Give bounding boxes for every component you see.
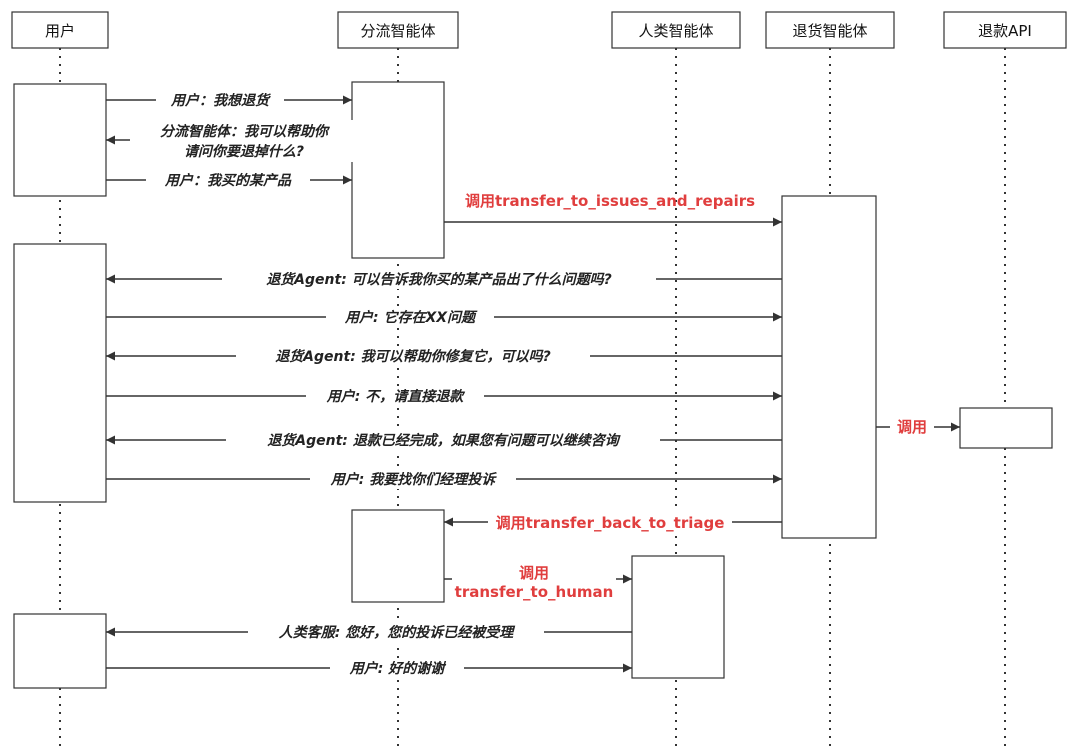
message-label: 人类客服: 您好，您的投诉已经被受理 xyxy=(279,624,515,641)
message-arrow: 调用 transfer_to_human xyxy=(444,561,632,601)
participant-label-human: 人类智能体 xyxy=(638,22,713,40)
message-arrow: 分流智能体：我可以帮助你 请问你要退掉什么? xyxy=(106,120,358,162)
message-arrow: 用户: 我要找你们经理投诉 xyxy=(106,469,782,489)
message-label: 用户: 好的谢谢 xyxy=(349,660,446,677)
participant-api: 退款API xyxy=(943,11,1067,750)
participant-label-returns: 退货智能体 xyxy=(792,22,867,40)
message-arrow: 退货Agent: 可以告诉我你买的某产品出了什么问题吗? xyxy=(106,269,782,289)
message-label: 用户: 我要找你们经理投诉 xyxy=(330,471,497,488)
call-label: transfer_to_human xyxy=(455,583,614,601)
message-arrow: 用户: 不，请直接退款 xyxy=(106,386,782,406)
participant-label-triage: 分流智能体 xyxy=(360,22,435,40)
call-label: 调用transfer_to_issues_and_repairs xyxy=(465,192,755,210)
call-label: 调用transfer_back_to_triage xyxy=(496,514,725,532)
message-label: 退货Agent: 退款已经完成，如果您有问题可以继续咨询 xyxy=(267,432,620,449)
message-arrow: 退货Agent: 退款已经完成，如果您有问题可以继续咨询 xyxy=(106,430,782,450)
activation-api-1 xyxy=(959,407,1053,449)
message-label: 用户：我买的某产品 xyxy=(164,172,292,189)
message-arrow: 退货Agent: 我可以帮助你修复它，可以吗? xyxy=(106,346,782,366)
message-label: 用户：我想退货 xyxy=(170,92,271,109)
call-label: 调用 xyxy=(519,564,549,582)
participant-label-user: 用户 xyxy=(45,22,75,40)
message-arrow: 调用 xyxy=(876,416,960,438)
activation-human-1 xyxy=(631,555,725,679)
message-arrow: 用户：我买的某产品 xyxy=(106,170,352,190)
message-arrow: 人类客服: 您好，您的投诉已经被受理 xyxy=(106,622,632,642)
activation-returns-1 xyxy=(781,195,877,539)
message-label: 用户: 不，请直接退款 xyxy=(326,388,465,405)
activation-triage-1 xyxy=(351,81,445,259)
message-arrow: 调用transfer_back_to_triage xyxy=(444,511,782,533)
activation-user-1 xyxy=(13,83,107,197)
message-label: 退货Agent: 我可以帮助你修复它，可以吗? xyxy=(275,348,551,365)
message-label: 退货Agent: 可以告诉我你买的某产品出了什么问题吗? xyxy=(266,271,612,288)
participant-returns: 退货智能体 xyxy=(765,11,895,750)
message-arrow: 用户：我想退货 xyxy=(106,90,352,110)
activation-user-2 xyxy=(13,243,107,503)
call-label: 调用 xyxy=(897,418,927,436)
message-label: 分流智能体：我可以帮助你 xyxy=(160,123,331,140)
message-arrow: 调用transfer_to_issues_and_repairs xyxy=(444,192,782,227)
participant-label-api: 退款API xyxy=(978,22,1032,40)
message-label: 请问你要退掉什么? xyxy=(184,143,304,160)
activation-triage-2 xyxy=(351,509,445,603)
activation-user-3 xyxy=(13,613,107,689)
message-arrow: 用户: 好的谢谢 xyxy=(106,658,632,678)
message-arrow: 用户: 它存在XX问题 xyxy=(106,307,782,327)
message-label: 用户: 它存在XX问题 xyxy=(344,309,478,326)
